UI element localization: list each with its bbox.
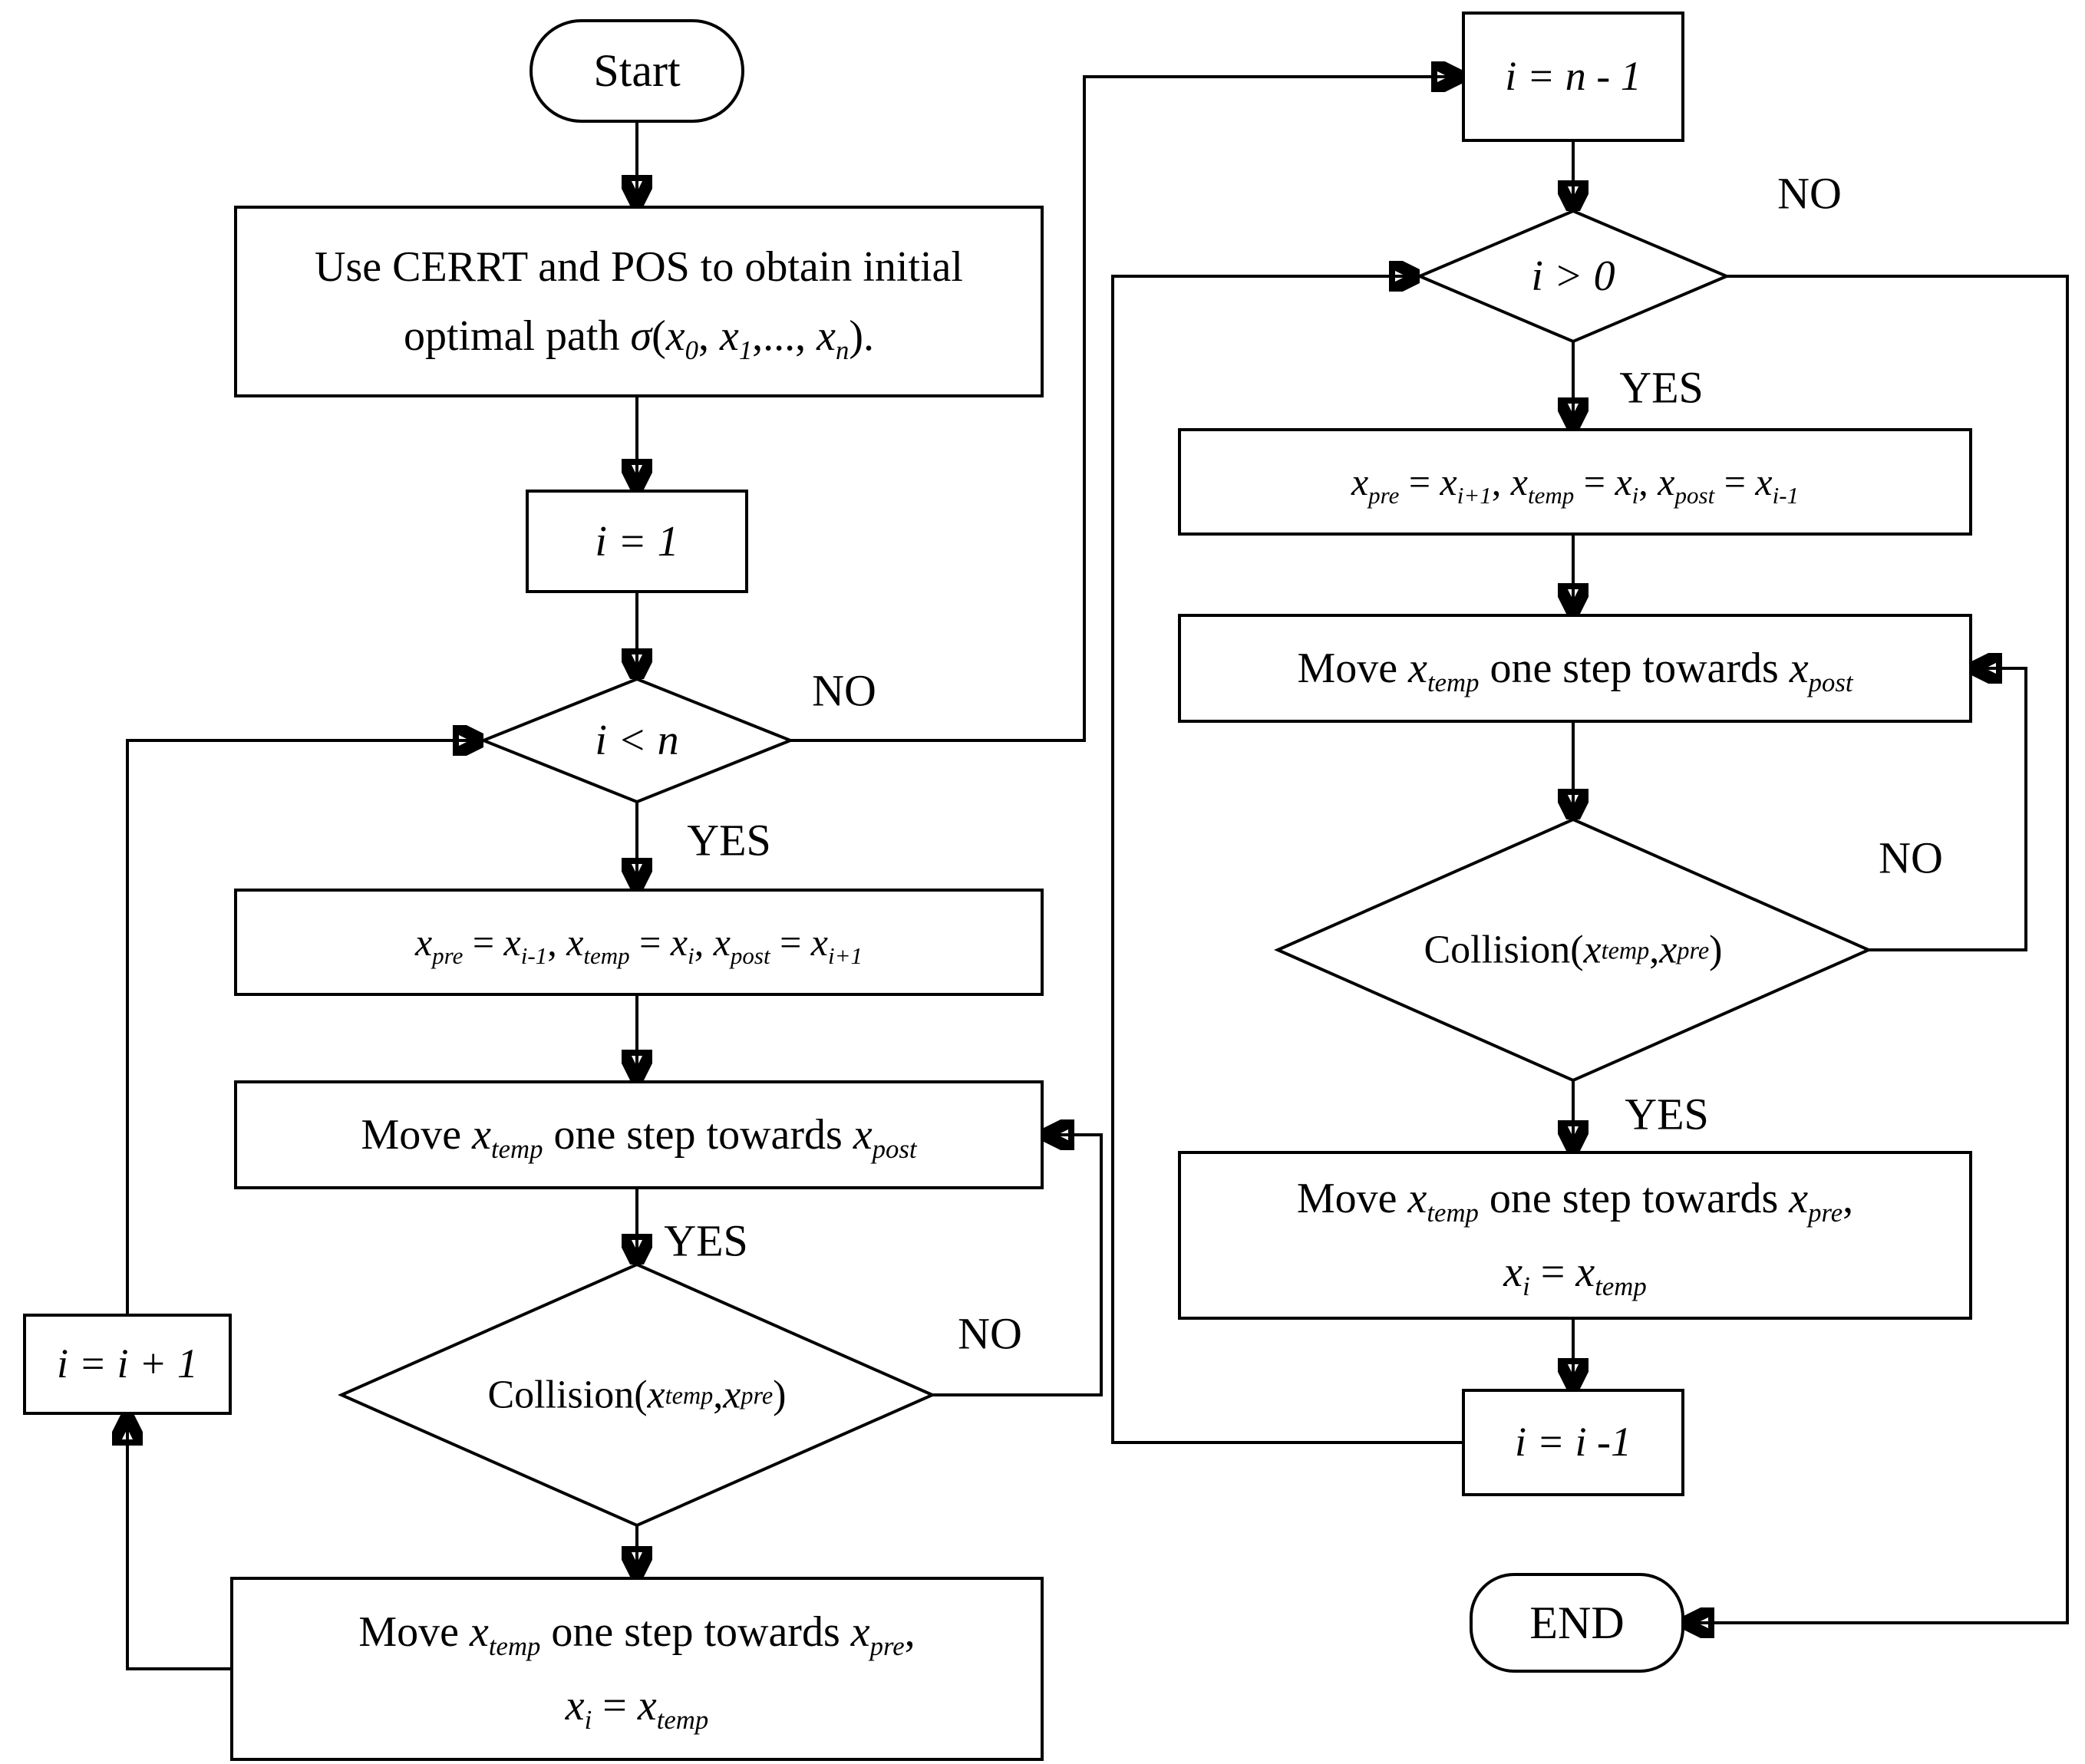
move-towards-post-right-text: Move xtemp one step towards xpost xyxy=(1297,645,1853,698)
label-no-i-lt-n: NO xyxy=(812,665,876,716)
end-label: END xyxy=(1529,1597,1625,1648)
label-no-collision-right: NO xyxy=(1879,833,1943,883)
decision-i-gt-0-shape xyxy=(1415,209,1731,344)
assign-backward-text: xpre = xi+1, xtemp = xi, xpost = xi-1 xyxy=(1351,460,1800,509)
process-set-i-1: i = 1 xyxy=(526,490,748,593)
end-terminal: END xyxy=(1470,1573,1684,1673)
increment-i-label: i = i + 1 xyxy=(57,1340,198,1387)
edge-cond-i-lt-n-no-to-set-i-n-1 xyxy=(790,77,1459,742)
process-move-towards-pre-right: Move xtemp one step towards xpre, xi = x… xyxy=(1178,1151,1972,1320)
move-towards-pre-right-line2: xi = xtemp xyxy=(1503,1248,1647,1302)
decision-i-lt-n-shape xyxy=(479,677,795,804)
move-towards-pre-left-line2: xi = xtemp xyxy=(565,1682,709,1736)
label-yes-i-lt-n: YES xyxy=(687,815,771,866)
process-move-towards-post-right: Move xtemp one step towards xpost xyxy=(1178,614,1972,723)
process-assign-forward: xpre = xi-1, xtemp = xi, xpost = xi+1 xyxy=(234,889,1044,996)
decision-i-lt-n-label: i < n xyxy=(595,717,679,764)
process-assign-backward: xpre = xi+1, xtemp = xi, xpost = xi-1 xyxy=(1178,428,1972,536)
process-decrement-i: i = i -1 xyxy=(1462,1389,1684,1496)
move-towards-pre-right-line1: Move xtemp one step towards xpre, xyxy=(1296,1175,1854,1228)
set-i-n-minus-1-label: i = n - 1 xyxy=(1505,53,1641,100)
move-towards-pre-left-line1: Move xtemp one step towards xpre, xyxy=(358,1608,915,1662)
label-no-collision-left: NO xyxy=(958,1308,1022,1359)
decision-collision-right-shape xyxy=(1274,817,1872,1083)
edge-collision-left-no-loop xyxy=(932,1135,1103,1396)
process-move-towards-pre-left: Move xtemp one step towards xpre, xi = x… xyxy=(230,1577,1044,1761)
initial-path-line2: optimal path σ(x0, x1,..., xn). xyxy=(403,312,875,366)
decision-i-gt-0-label: i > 0 xyxy=(1531,252,1615,300)
process-set-i-n-minus-1: i = n - 1 xyxy=(1462,12,1684,142)
move-towards-post-left-text: Move xtemp one step towards xpost xyxy=(361,1111,917,1165)
edge-cond-i-gt-0-no-to-end xyxy=(1687,275,2069,1623)
initial-path-line1: Use CERRT and POS to obtain initial xyxy=(315,243,963,291)
label-yes-collision-right: YES xyxy=(1625,1089,1709,1139)
label-yes-move-left: YES xyxy=(664,1215,748,1266)
decision-collision-left-shape xyxy=(338,1262,936,1528)
label-no-i-gt-0: NO xyxy=(1777,168,1842,219)
decrement-i-label: i = i -1 xyxy=(1515,1419,1631,1466)
edge-move-pre-left-to-increment-i xyxy=(127,1418,230,1670)
edge-increment-i-to-cond-i-lt-n xyxy=(126,740,480,1314)
edge-collision-right-no-loop xyxy=(1869,668,2027,951)
label-yes-i-gt-0: YES xyxy=(1619,362,1704,413)
start-terminal: Start xyxy=(529,19,744,123)
start-label: Start xyxy=(593,45,681,96)
process-increment-i: i = i + 1 xyxy=(23,1314,232,1415)
edge-decrement-i-to-cond-i-gt-0 xyxy=(1111,276,1462,1444)
set-i-1-label: i = 1 xyxy=(595,517,679,565)
assign-forward-text: xpre = xi-1, xtemp = xi, xpost = xi+1 xyxy=(414,920,863,969)
process-move-towards-post-left: Move xtemp one step towards xpost xyxy=(234,1080,1044,1189)
process-initial-path: Use CERRT and POS to obtain initial opti… xyxy=(234,206,1044,397)
